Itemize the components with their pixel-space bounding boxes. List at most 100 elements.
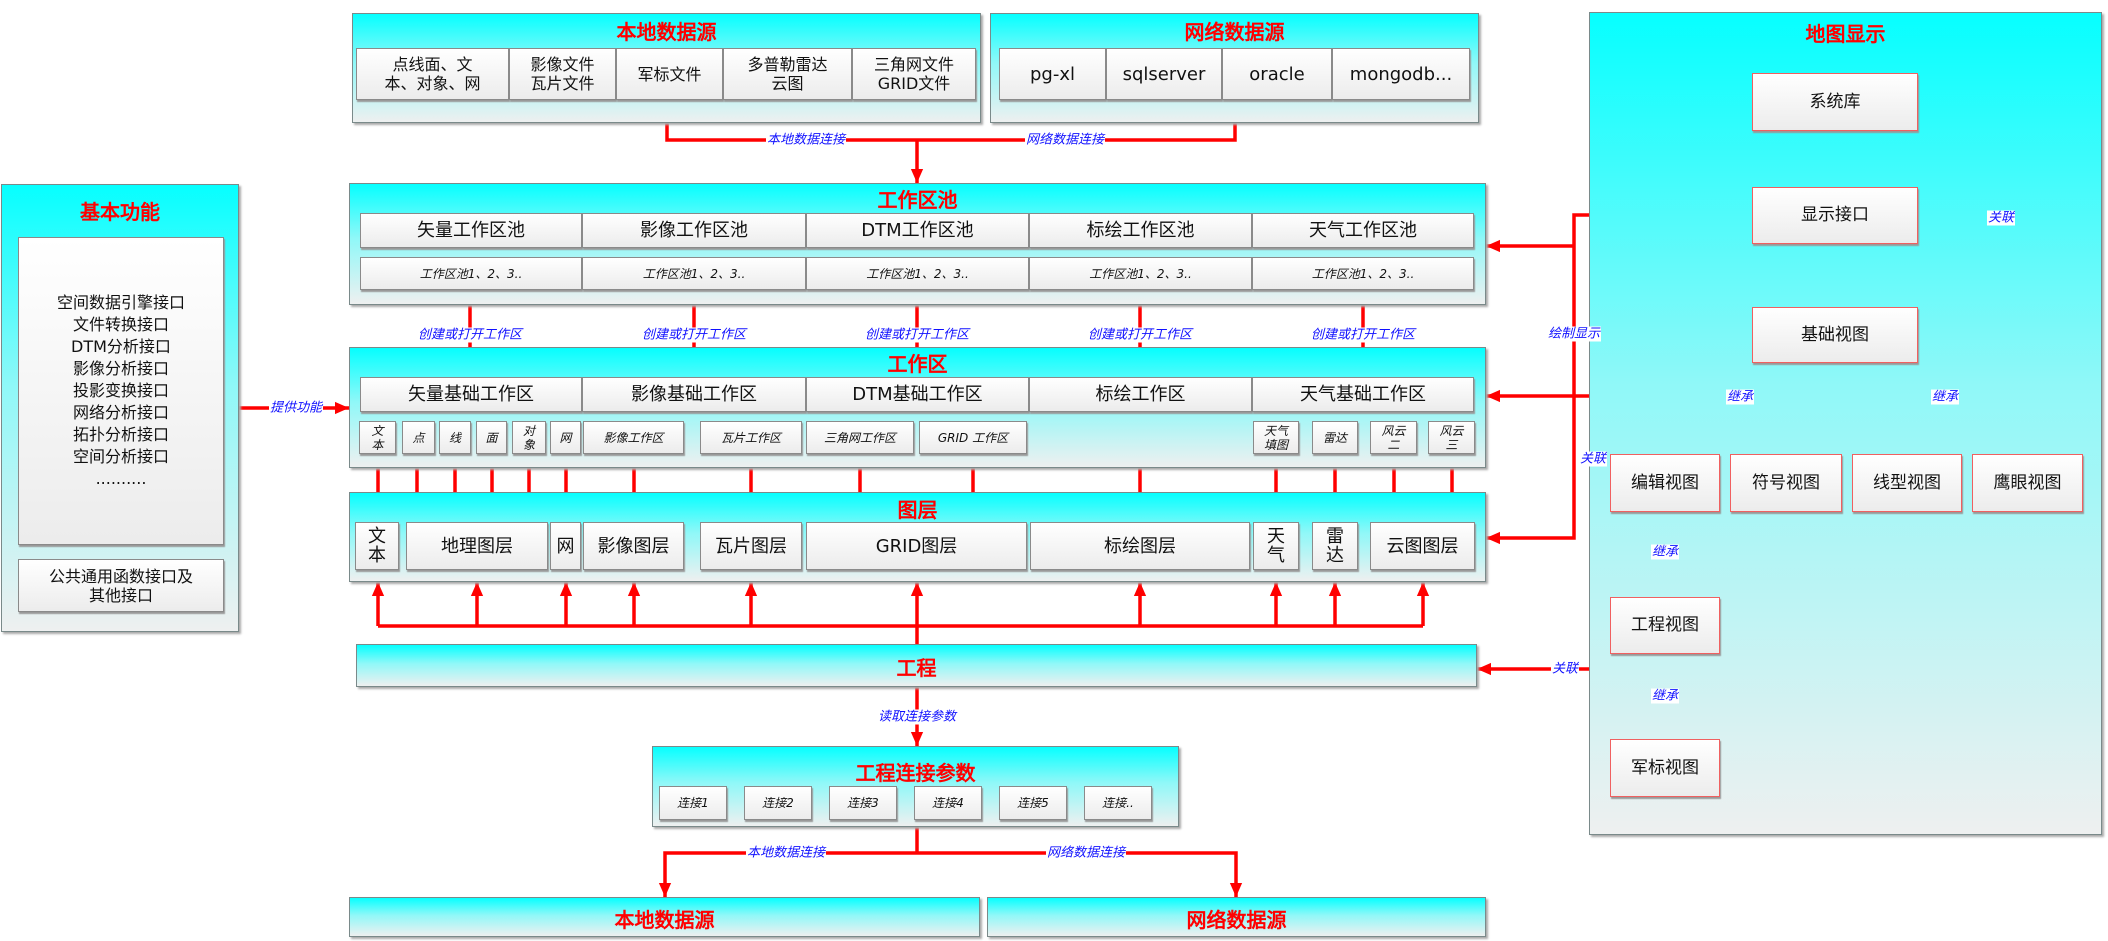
connection-item[interactable]: 连接5 <box>999 786 1067 820</box>
local-source-bottom-title: 本地数据源 <box>614 908 715 932</box>
arrow <box>658 851 917 897</box>
association-label: 关联 <box>1550 661 1580 677</box>
military-view-box[interactable]: 军标视图 <box>1610 739 1720 797</box>
sub-workspace-item[interactable]: 面 <box>476 421 507 454</box>
display-interface-box[interactable]: 显示接口 <box>1752 187 1918 244</box>
project-params-title: 工程连接参数 <box>855 761 976 785</box>
layer-item[interactable]: 雷 达 <box>1312 522 1358 570</box>
create-workspace-label: 创建或打开工作区 <box>640 327 748 343</box>
project-view-box[interactable]: 工程视图 <box>1610 597 1720 654</box>
map-display-panel <box>1589 12 2102 835</box>
layer-item[interactable]: 标绘图层 <box>1030 522 1250 570</box>
sub-workspace-item[interactable]: 对 象 <box>512 421 546 454</box>
sub-workspace-item[interactable]: GRID 工作区 <box>919 421 1027 454</box>
arrow <box>917 851 1243 897</box>
network-source-item[interactable]: oracle <box>1222 48 1332 100</box>
local-source-item[interactable]: 多普勒雷达 云图 <box>723 48 852 100</box>
view-box[interactable]: 符号视图 <box>1730 454 1842 512</box>
base-workspace-item[interactable]: 矢量基础工作区 <box>360 377 582 412</box>
sub-workspace-item[interactable]: 影像工作区 <box>583 421 684 454</box>
sub-workspace-item[interactable]: 风云 三 <box>1428 421 1475 454</box>
read-params-label: 读取连接参数 <box>876 709 958 725</box>
layer-item[interactable]: 云图图层 <box>1370 522 1475 570</box>
workspace-pool-item[interactable]: 标绘工作区池 <box>1029 213 1252 248</box>
association-label: 关联 <box>1986 210 2016 226</box>
layers-title: 图层 <box>897 498 938 522</box>
local-link-label: 本地数据连接 <box>745 845 827 861</box>
network-link-label: 网络数据连接 <box>1024 132 1106 148</box>
inherit-label: 继承 <box>1725 389 1755 405</box>
connector-line <box>665 123 1237 142</box>
layer-item[interactable]: 文 本 <box>355 522 399 570</box>
workspace-title: 工作区 <box>887 352 948 376</box>
layer-item[interactable]: 天 气 <box>1253 522 1299 570</box>
local-source-item[interactable]: 三角网文件 GRID文件 <box>852 48 976 100</box>
sub-workspace-item[interactable]: 线 <box>439 421 471 454</box>
create-workspace-label: 创建或打开工作区 <box>1086 327 1194 343</box>
connection-item[interactable]: 连接2 <box>744 786 812 820</box>
network-link-label: 网络数据连接 <box>1045 845 1127 861</box>
workspace-pool-instances[interactable]: 工作区池1、2、3.. <box>806 257 1029 290</box>
layer-item[interactable]: 网 <box>550 522 581 570</box>
connection-item[interactable]: 连接4 <box>914 786 982 820</box>
connection-item[interactable]: 连接.. <box>1084 786 1152 820</box>
workspace-pool-item[interactable]: 天气工作区池 <box>1252 213 1474 248</box>
interface-list: 空间数据引擎接口 文件转换接口 DTM分析接口 影像分析接口 投影变换接口 网络… <box>18 237 224 545</box>
sub-workspace-item[interactable]: 三角网工作区 <box>806 421 914 454</box>
workspace-pool-instances[interactable]: 工作区池1、2、3.. <box>1252 257 1474 290</box>
base-view-box[interactable]: 基础视图 <box>1752 307 1918 363</box>
draw-display-label: 绘制显示 <box>1546 326 1602 342</box>
local-source-item[interactable]: 点线面、文 本、对象、网 <box>356 48 509 100</box>
inherit-label: 继承 <box>1930 389 1960 405</box>
create-workspace-label: 创建或打开工作区 <box>416 327 524 343</box>
sub-workspace-item[interactable]: 瓦片工作区 <box>700 421 802 454</box>
workspace-pool-item[interactable]: 矢量工作区池 <box>360 213 582 248</box>
local-source-bottom-panel <box>349 897 980 937</box>
network-source-bottom-panel <box>987 897 1486 937</box>
layer-item[interactable]: GRID图层 <box>806 522 1027 570</box>
connection-item[interactable]: 连接1 <box>659 786 727 820</box>
connection-item[interactable]: 连接3 <box>829 786 897 820</box>
system-library-box[interactable]: 系统库 <box>1752 73 1918 131</box>
network-source-item[interactable]: sqlserver <box>1106 48 1222 100</box>
association-label: 关联 <box>1578 451 1608 467</box>
network-source-title: 网络数据源 <box>1184 20 1285 44</box>
sub-workspace-item[interactable]: 天气 填图 <box>1253 421 1299 454</box>
layer-item[interactable]: 影像图层 <box>583 522 684 570</box>
base-workspace-item[interactable]: 天气基础工作区 <box>1252 377 1474 412</box>
project-panel <box>356 644 1477 687</box>
basic-functions-title: 基本功能 <box>80 200 160 224</box>
sub-workspace-item[interactable]: 网 <box>550 421 581 454</box>
sub-workspace-item[interactable]: 风云 二 <box>1370 421 1417 454</box>
create-workspace-label: 创建或打开工作区 <box>863 327 971 343</box>
workspace-pool-instances[interactable]: 工作区池1、2、3.. <box>360 257 582 290</box>
view-box[interactable]: 线型视图 <box>1852 454 1962 512</box>
sub-workspace-item[interactable]: 点 <box>402 421 435 454</box>
sub-workspace-item[interactable]: 文 本 <box>359 421 396 454</box>
workspace-pool-instances[interactable]: 工作区池1、2、3.. <box>582 257 806 290</box>
sub-workspace-item[interactable]: 雷达 <box>1312 421 1358 454</box>
local-source-item[interactable]: 军标文件 <box>616 48 723 100</box>
base-workspace-item[interactable]: 影像基础工作区 <box>582 377 806 412</box>
create-workspace-label: 创建或打开工作区 <box>1309 327 1417 343</box>
provide-function-label: 提供功能 <box>268 400 324 416</box>
network-source-item[interactable]: pg-xl <box>999 48 1106 100</box>
local-source-item[interactable]: 影像文件 瓦片文件 <box>509 48 616 100</box>
base-workspace-item[interactable]: 标绘工作区 <box>1029 377 1252 412</box>
workspace-pool-item[interactable]: DTM工作区池 <box>806 213 1029 248</box>
view-box[interactable]: 编辑视图 <box>1610 454 1720 512</box>
layer-item[interactable]: 地理图层 <box>406 522 548 570</box>
network-source-item[interactable]: mongodb... <box>1332 48 1470 100</box>
network-source-bottom-title: 网络数据源 <box>1186 908 1287 932</box>
common-interface-box: 公共通用函数接口及 其他接口 <box>18 559 224 612</box>
base-workspace-item[interactable]: DTM基础工作区 <box>806 377 1029 412</box>
local-source-title: 本地数据源 <box>616 20 717 44</box>
layer-item[interactable]: 瓦片图层 <box>700 522 802 570</box>
inherit-label: 继承 <box>1650 688 1680 704</box>
local-link-label: 本地数据连接 <box>765 132 847 148</box>
workspace-pool-item[interactable]: 影像工作区池 <box>582 213 806 248</box>
inherit-label: 继承 <box>1650 544 1680 560</box>
view-box[interactable]: 鹰眼视图 <box>1972 454 2083 512</box>
workspace-pool-instances[interactable]: 工作区池1、2、3.. <box>1029 257 1252 290</box>
project-title: 工程 <box>896 656 937 680</box>
